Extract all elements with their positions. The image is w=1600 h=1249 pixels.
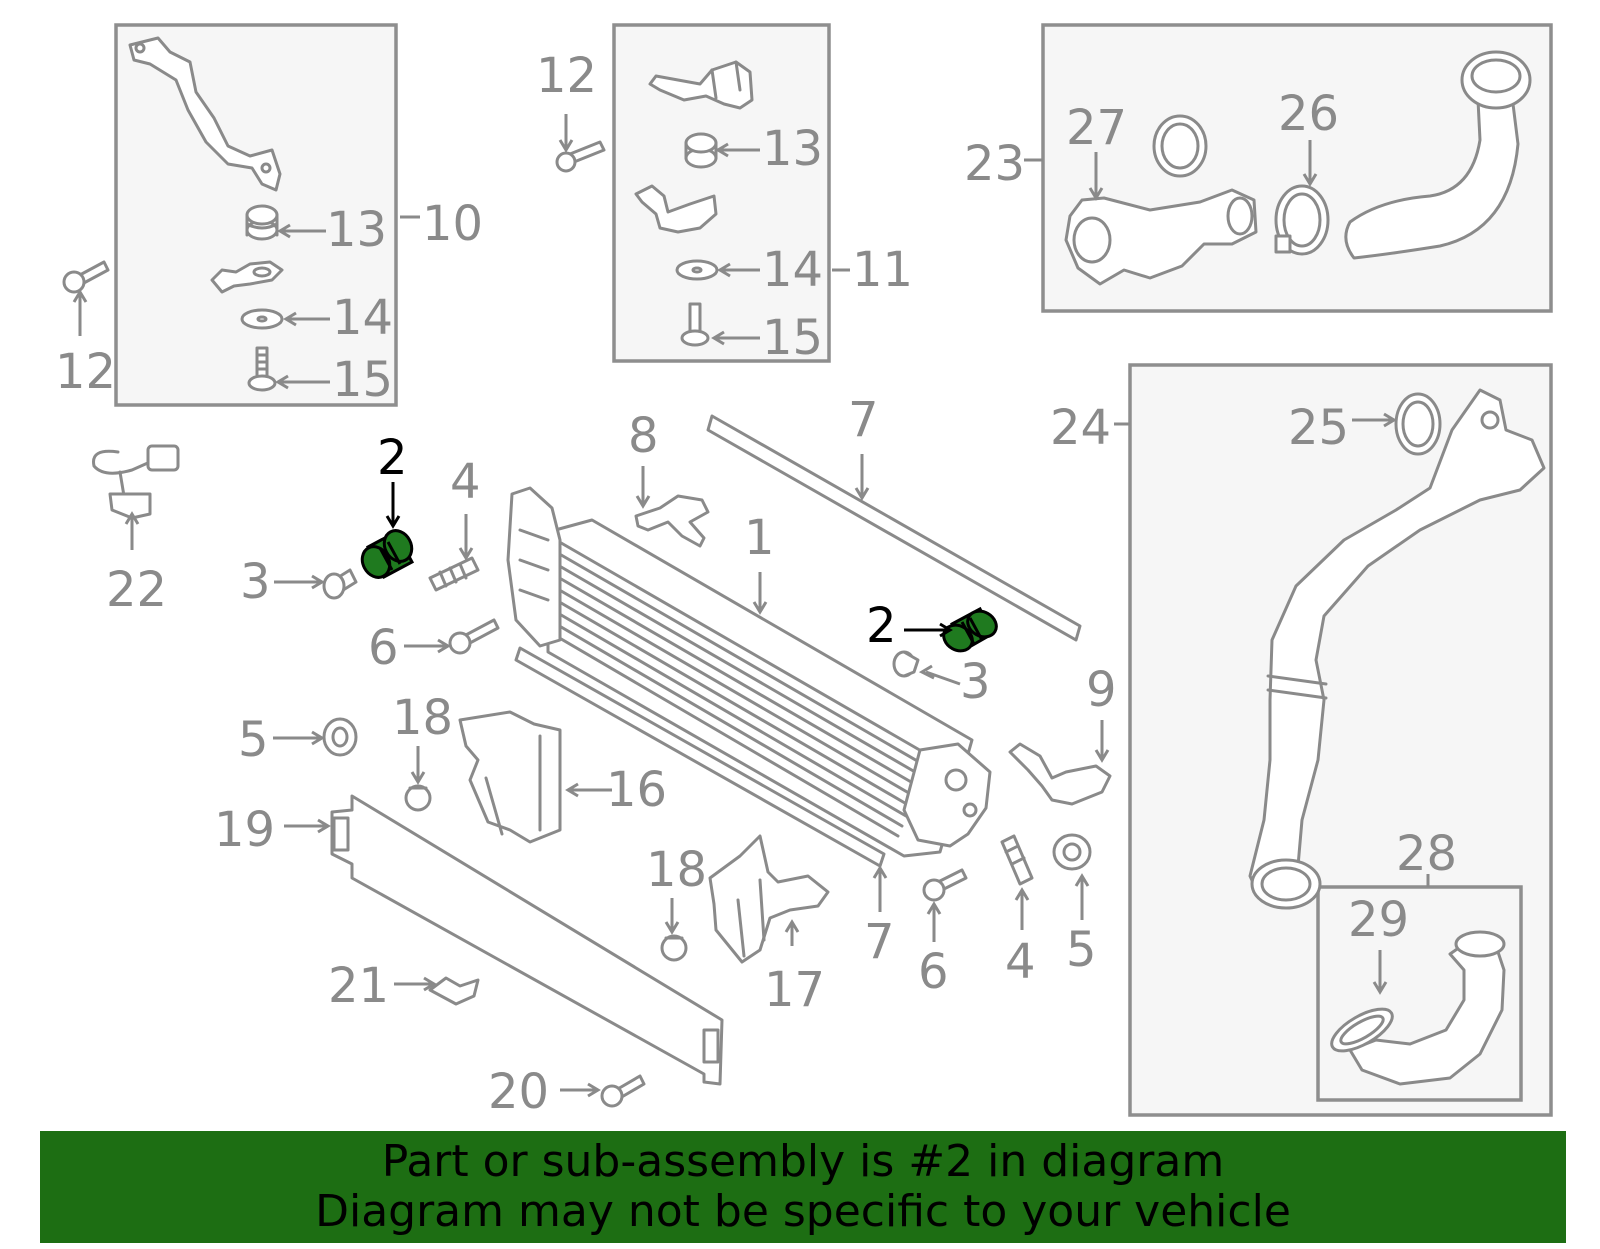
- label-6-right: 6: [918, 944, 949, 1000]
- oring-27-drawing: [1152, 114, 1208, 178]
- grommet-13-left: [245, 204, 279, 241]
- bracket-11-drawing: [648, 60, 754, 110]
- label-2-left: 2: [377, 430, 408, 486]
- label-8: 8: [628, 408, 659, 464]
- bolt-12-center: [555, 140, 606, 173]
- bracket-10-drawing: [128, 36, 282, 192]
- info-banner: Part or sub-assembly is #2 in diagram Di…: [40, 1131, 1566, 1243]
- clip-21: [428, 976, 480, 1006]
- label-1: 1: [744, 510, 775, 566]
- clip-11-small: [634, 184, 718, 234]
- bolt-12-left: [62, 260, 110, 294]
- label-12-center: 12: [536, 48, 597, 104]
- bracket-9-drawing: [1008, 742, 1112, 806]
- label-9: 9: [1086, 662, 1117, 718]
- label-3-left: 3: [240, 554, 271, 610]
- label-14-left: 14: [332, 290, 393, 346]
- nut-5-left: [322, 717, 358, 757]
- label-6-left: 6: [368, 620, 399, 676]
- insulator-2-right-highlight: [942, 606, 998, 653]
- label-4-right: 4: [1005, 934, 1036, 990]
- clip-18-left: [404, 784, 432, 812]
- label-14-center: 14: [762, 242, 823, 298]
- label-21: 21: [328, 958, 389, 1014]
- banner-line-1: Part or sub-assembly is #2 in diagram: [381, 1136, 1225, 1187]
- bracket-8-drawing: [634, 494, 710, 548]
- leader-lines: [72, 114, 1430, 1098]
- label-13-left: 13: [326, 202, 387, 258]
- clip-10-small: [210, 260, 284, 294]
- label-15-left: 15: [332, 352, 393, 408]
- label-23: 23: [964, 136, 1025, 192]
- insulator-2-left-highlight: [360, 529, 415, 580]
- retainer-3-right: [892, 650, 920, 678]
- shield-19-drawing: [330, 794, 724, 1086]
- washer-14-center: [675, 259, 719, 281]
- hose-23-drawing: [1344, 50, 1532, 260]
- label-5-right: 5: [1066, 922, 1097, 978]
- label-27: 27: [1066, 100, 1127, 156]
- label-22: 22: [106, 562, 167, 618]
- label-19: 19: [214, 802, 275, 858]
- bolt-15-left: [247, 346, 277, 392]
- deflector-17-drawing: [708, 834, 830, 964]
- banner-line-2: Diagram may not be specific to your vehi…: [315, 1186, 1291, 1237]
- clip-18-right: [660, 934, 688, 962]
- label-13-center: 13: [762, 121, 823, 177]
- label-7-upper: 7: [848, 392, 879, 448]
- label-18-left: 18: [392, 690, 453, 746]
- deflector-16-drawing: [458, 710, 562, 844]
- label-3-right: 3: [960, 654, 991, 710]
- label-4-left: 4: [450, 454, 481, 510]
- harness-22-drawing: [92, 444, 180, 520]
- label-15-center: 15: [762, 310, 823, 366]
- bolt-6-right: [922, 868, 968, 902]
- label-7-lower: 7: [864, 914, 895, 970]
- label-2-right: 2: [866, 598, 897, 654]
- seal-7-upper: [706, 414, 1082, 642]
- label-28: 28: [1396, 826, 1457, 882]
- stud-4-left: [428, 556, 480, 592]
- housing-27-drawing: [1064, 188, 1258, 286]
- retainer-3-left: [322, 568, 358, 600]
- label-18-right: 18: [646, 842, 707, 898]
- label-17: 17: [764, 962, 825, 1018]
- stud-4-right: [1000, 834, 1034, 886]
- label-11: 11: [852, 242, 913, 298]
- label-10: 10: [422, 196, 483, 252]
- label-25: 25: [1288, 400, 1349, 456]
- tube-24-drawing: [1248, 388, 1546, 910]
- washer-14-left: [240, 308, 284, 330]
- grommet-13-center: [684, 132, 718, 169]
- label-20: 20: [488, 1064, 549, 1120]
- label-24: 24: [1050, 400, 1111, 456]
- label-29: 29: [1348, 892, 1409, 948]
- nut-5-right: [1052, 833, 1092, 871]
- intercooler-1-drawing: [506, 486, 992, 858]
- oring-25-drawing: [1394, 392, 1442, 456]
- bolt-15-center: [680, 302, 710, 347]
- bolt-20: [600, 1074, 646, 1108]
- label-5-left: 5: [238, 712, 269, 768]
- bolt-6-left: [448, 618, 500, 655]
- label-12-left: 12: [55, 344, 116, 400]
- label-16: 16: [606, 762, 667, 818]
- clamp-26-drawing: [1274, 184, 1330, 256]
- tube-28-drawing: [1330, 930, 1506, 1086]
- label-26: 26: [1278, 86, 1339, 142]
